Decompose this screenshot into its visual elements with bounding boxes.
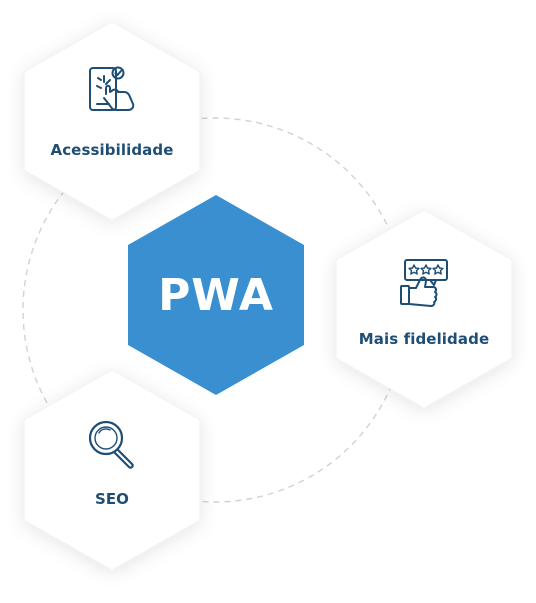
hex-card-seo — [23, 369, 201, 571]
hex-card-loyalty — [335, 209, 513, 409]
magnifier-icon — [88, 420, 134, 469]
pwa-center-hexagon — [128, 195, 304, 395]
feature-label-seo: SEO — [94, 490, 130, 508]
thumbs-up-rating-icon — [400, 259, 448, 307]
touchscreen-hand-icon — [89, 66, 135, 111]
pwa-title: PWA — [158, 270, 274, 321]
hex-card-accessibility — [23, 21, 201, 221]
feature-label-accessibility: Acessibilidade — [50, 141, 174, 159]
feature-label-loyalty: Mais fidelidade — [358, 330, 490, 348]
